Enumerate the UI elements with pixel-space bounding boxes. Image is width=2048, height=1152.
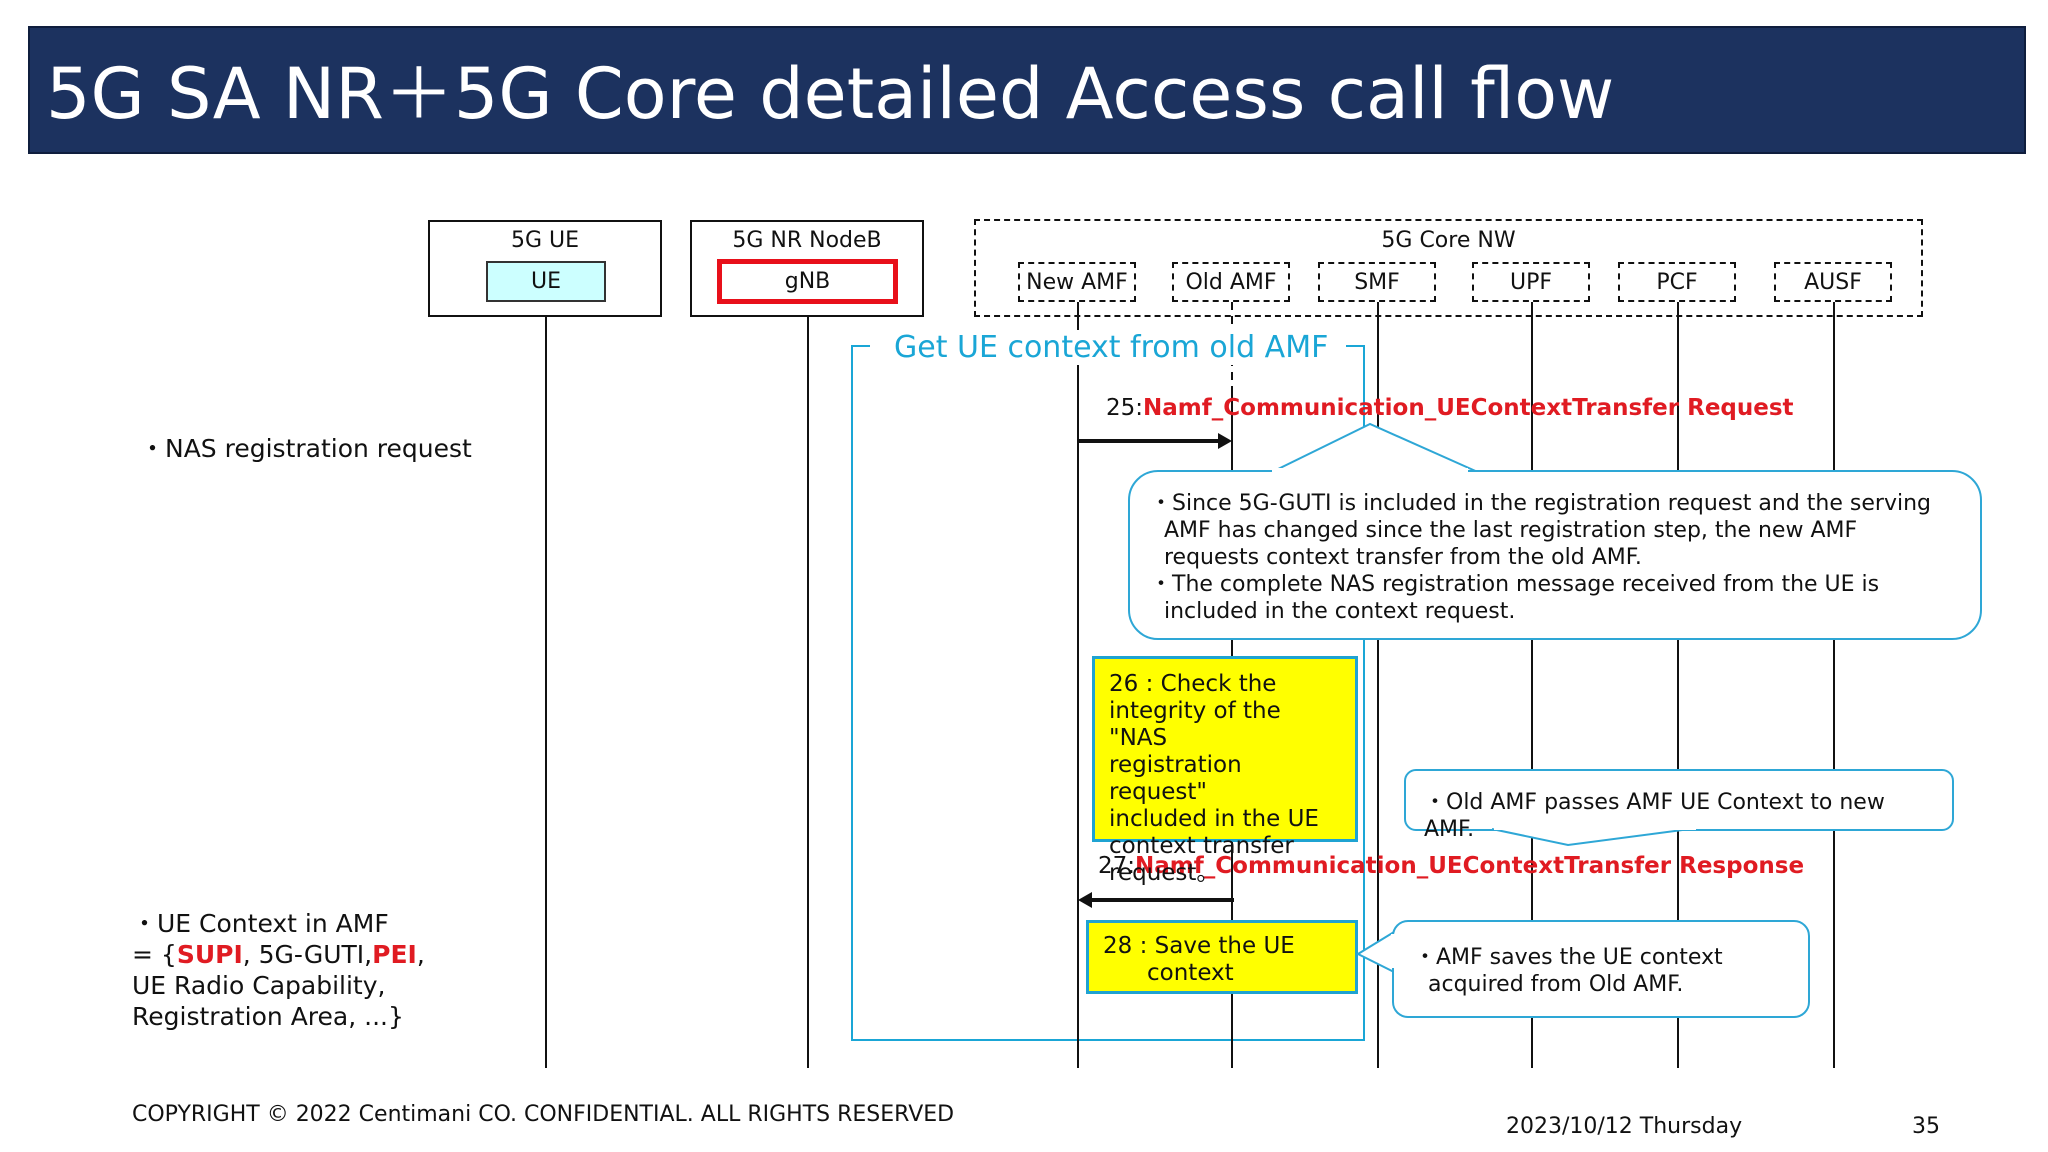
pei-label: PEI	[372, 940, 417, 969]
callout-3-pointer-join	[1391, 934, 1395, 968]
callout-2-pointer-join	[1494, 826, 1696, 830]
gnb-group-label: 5G NR NodeB	[732, 228, 882, 253]
step-text: registration request"	[1109, 752, 1242, 805]
title-bar	[28, 26, 2026, 154]
note-ue-context-line2: = {SUPI, 5G-GUTI,PEI,	[132, 939, 425, 970]
note-nas-registration-request: ・NAS registration request	[140, 434, 472, 463]
callout-old-amf-passes-context: ・Old AMF passes AMF UE Context to new AM…	[1404, 769, 1954, 842]
old-amf-node: Old AMF	[1172, 262, 1290, 302]
note-ue-context-line1: ・UE Context in AMF	[132, 909, 389, 938]
callout-text: ・AMF saves the UE context	[1414, 945, 1723, 970]
pcf-node: PCF	[1618, 262, 1736, 302]
smf-node: SMF	[1318, 262, 1436, 302]
message-name: Namf_Communication_UEContextTransfer Res…	[1135, 853, 1805, 879]
upf-node: UPF	[1472, 262, 1590, 302]
page-title: 5G SA NR＋5G Core detailed Access call fl…	[46, 53, 1615, 135]
step-text: 26 : Check the	[1109, 671, 1277, 697]
step-text: request。	[1109, 860, 1220, 886]
step-28-box: 28 : Save the UE context	[1086, 920, 1358, 994]
core-group-label: 5G Core NW	[1381, 228, 1516, 253]
arrowhead-25	[1218, 433, 1232, 449]
note-ue-context-line4: Registration Area, ...}	[132, 1002, 404, 1031]
supi-label: SUPI	[176, 940, 243, 969]
core-group-box	[974, 219, 1923, 317]
group-frame	[851, 345, 1365, 1041]
message-number: 25:	[1106, 395, 1144, 421]
gnb-node: gNB	[717, 259, 898, 304]
step-text: context transfer	[1109, 833, 1294, 859]
callout-text: requests context transfer from the old A…	[1164, 545, 1642, 570]
group-title: Get UE context from old AMF	[884, 330, 1339, 365]
note-text: ,	[416, 940, 425, 969]
callout-text: ・Since 5G-GUTI is included in the regist…	[1150, 491, 1931, 516]
message-number: 27:	[1098, 853, 1136, 879]
callout-context-transfer-explanation: ・Since 5G-GUTI is included in the regist…	[1128, 470, 1982, 640]
copyright-text: COPYRIGHT © 2022 Centimani CO. CONFIDENT…	[132, 1102, 955, 1127]
step-text: 28 : Save the UE	[1103, 933, 1295, 959]
note-ue-context: ・UE Context in AMF = {SUPI, 5G-GUTI,PEI,…	[132, 908, 425, 1032]
ue-node: UE	[486, 261, 606, 302]
message-name: Namf_Communication_UEContextTransfer Req…	[1143, 395, 1794, 421]
callout-1-pointer-join	[1272, 468, 1468, 473]
callout-3-pointer	[1356, 931, 1395, 973]
note-ue-context-line3: UE Radio Capability,	[132, 971, 386, 1000]
new-amf-node: New AMF	[1018, 262, 1136, 302]
callout-text: acquired from Old AMF.	[1428, 972, 1684, 997]
date-text: 2023/10/12 Thursday	[1506, 1114, 1743, 1139]
callout-amf-saves-context: ・AMF saves the UE context acquired from …	[1392, 920, 1810, 1018]
callout-text: AMF has changed since the last registrat…	[1164, 518, 1858, 543]
message-27-label: 27:Namf_Communication_UEContextTransfer …	[1098, 853, 1804, 879]
callout-1-pointer	[1269, 422, 1481, 474]
message-25-label: 25:Namf_Communication_UEContextTransfer …	[1106, 395, 1794, 421]
callout-text: included in the context request.	[1164, 599, 1516, 624]
arrowhead-27	[1078, 892, 1092, 908]
ausf-node: AUSF	[1774, 262, 1892, 302]
step-text: included in the UE	[1109, 806, 1319, 832]
note-text: , 5G-GUTI,	[242, 940, 373, 969]
ue-group-label: 5G UE	[510, 228, 580, 253]
step-text: context	[1147, 960, 1234, 986]
callout-text: ・The complete NAS registration message r…	[1150, 572, 1880, 597]
step-26-box: 26 : Check the integrity of the "NAS reg…	[1092, 656, 1358, 886]
step-text: integrity of the "NAS	[1109, 698, 1281, 751]
callout-2-pointer	[1491, 828, 1691, 847]
page-number: 35	[1912, 1114, 1940, 1139]
note-text: = {	[132, 940, 177, 969]
